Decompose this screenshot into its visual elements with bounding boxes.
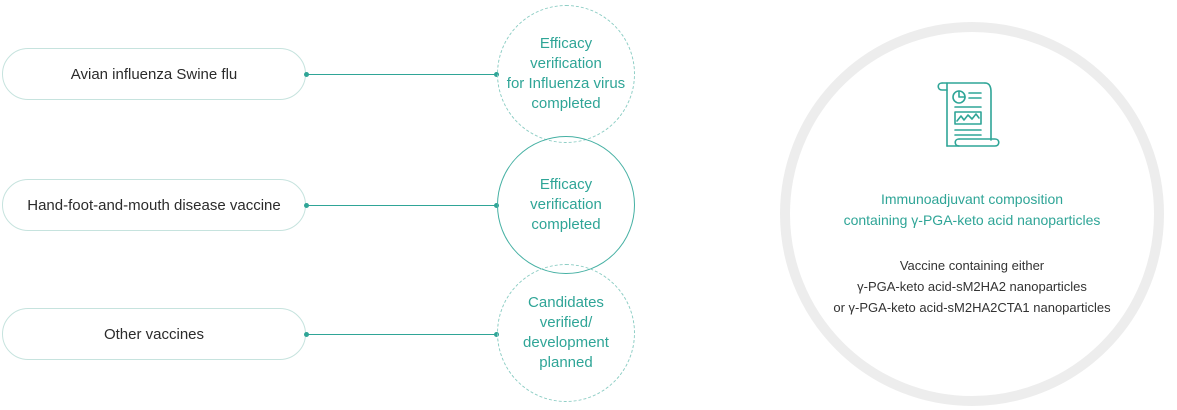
connector-line — [307, 205, 497, 206]
connector-dot-start — [304, 203, 309, 208]
composition-title: Immunoadjuvant composition containing γ-… — [800, 189, 1144, 231]
connector-line — [307, 74, 497, 75]
vaccine-label: Avian influenza Swine flu — [70, 65, 238, 83]
connector-dot-start — [304, 72, 309, 77]
status-line: completed — [531, 95, 601, 112]
vaccine-label: Hand-foot-and-mouth disease vaccine — [27, 196, 281, 214]
title-line: Immunoadjuvant composition — [880, 191, 1064, 207]
status-circle-influenza: Efficacy verification for Influenza viru… — [497, 5, 635, 143]
document-chart-icon — [937, 82, 1000, 147]
description-line: or γ-PGA-keto acid-sM2HA2CTA1 nanopartic… — [833, 300, 1111, 315]
connector-line — [307, 334, 497, 335]
composition-description: Vaccine containing either γ-PGA-keto aci… — [800, 255, 1144, 318]
connector-dot-end — [494, 203, 499, 208]
status-circle-hfmd: Efficacy verification completed — [497, 136, 635, 274]
description-line: γ-PGA-keto acid-sM2HA2 nanoparticles — [857, 279, 1087, 294]
vaccine-pill-other: Other vaccines — [2, 308, 306, 360]
status-line: development — [523, 334, 609, 351]
connector-dot-start — [304, 332, 309, 337]
vaccine-pill-avian-swine-flu: Avian influenza Swine flu — [2, 48, 306, 100]
vaccine-label: Other vaccines — [103, 325, 205, 343]
status-line: planned — [539, 354, 593, 371]
status-line: completed — [531, 216, 601, 233]
status-line: verified/ — [539, 314, 593, 331]
status-line: verification — [530, 196, 602, 213]
description-line: Vaccine containing either — [899, 258, 1045, 273]
composition-ring — [780, 22, 1164, 406]
status-line: for Influenza virus — [506, 75, 626, 92]
status-line: Candidates — [528, 294, 604, 311]
status-line: Efficacy — [539, 35, 593, 52]
status-line: Efficacy — [539, 176, 593, 193]
status-circle-other: Candidates verified/ development planned — [497, 264, 635, 402]
status-line: verification — [530, 55, 602, 72]
title-line: containing γ-PGA-keto acid nanoparticles — [843, 212, 1101, 228]
connector-dot-end — [494, 332, 499, 337]
vaccine-pill-hfmd: Hand-foot-and-mouth disease vaccine — [2, 179, 306, 231]
connector-dot-end — [494, 72, 499, 77]
